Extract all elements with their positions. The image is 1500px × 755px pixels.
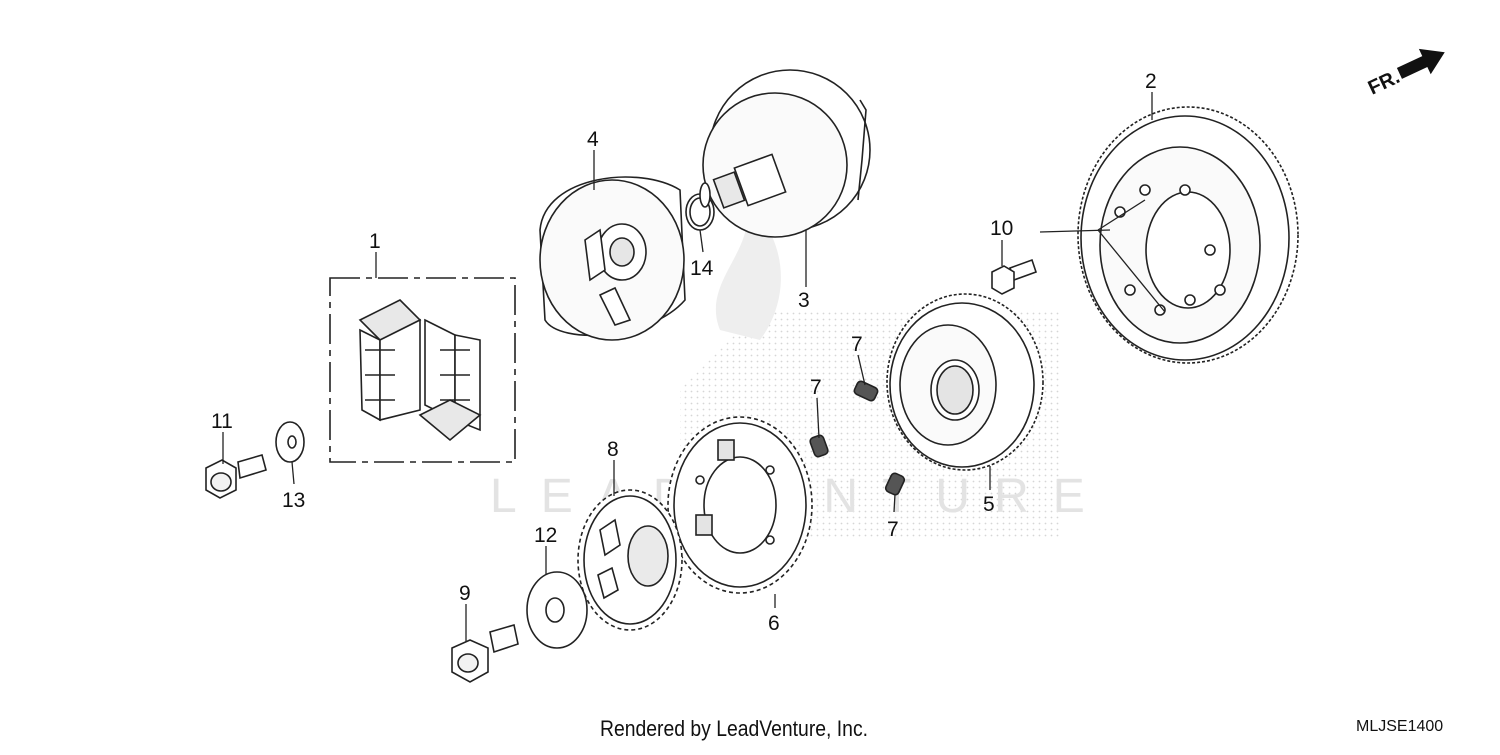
callout-labels: 1 2 3 4 5 6 7 7 7 8 9 10 11 12 13 14 <box>211 70 1157 635</box>
callout-13: 13 <box>282 489 305 512</box>
callout-3: 3 <box>798 289 810 312</box>
part-2-driven-gear <box>1077 106 1299 364</box>
part-13-washer <box>275 421 305 463</box>
callout-5: 5 <box>983 493 995 516</box>
part-8-drive-gear <box>577 489 683 631</box>
part-5-primary-gear <box>886 293 1044 471</box>
callout-7c: 7 <box>887 518 899 541</box>
callout-1: 1 <box>369 230 381 253</box>
callout-2: 2 <box>1145 70 1157 93</box>
callout-8: 8 <box>607 438 619 461</box>
part-10-flange-bolt <box>991 258 1038 295</box>
part-11-flange-bolt <box>205 454 267 499</box>
callout-7a: 7 <box>851 333 863 356</box>
part-7-damper-spring-a <box>853 380 879 402</box>
callout-10: 10 <box>990 217 1013 240</box>
rendered-by-footer: Rendered by LeadVenture, Inc. <box>600 716 869 741</box>
callout-11: 11 <box>211 410 233 433</box>
part-7-damper-spring-c <box>884 472 906 496</box>
part-3-clutch-drum <box>699 69 871 238</box>
part-9-flange-bolt <box>451 623 519 683</box>
callout-6: 6 <box>768 612 780 635</box>
callout-7b: 7 <box>810 376 822 399</box>
part-1-damper-rubber <box>329 277 516 463</box>
callout-4: 4 <box>587 128 599 151</box>
callout-12: 12 <box>534 524 557 547</box>
callout-9: 9 <box>459 582 471 605</box>
callout-14: 14 <box>690 257 714 280</box>
front-direction-arrow-icon: FR. <box>1365 48 1445 100</box>
drawing-code: MLJSE1400 <box>1356 718 1444 735</box>
leader-lines <box>222 92 1166 642</box>
part-6-sprocket-plate <box>667 416 813 594</box>
fr-label: FR. <box>1365 66 1403 100</box>
part-12-washer <box>526 571 588 649</box>
part-4-clutch-outer <box>539 176 686 341</box>
part-7-damper-spring-b <box>809 434 829 458</box>
